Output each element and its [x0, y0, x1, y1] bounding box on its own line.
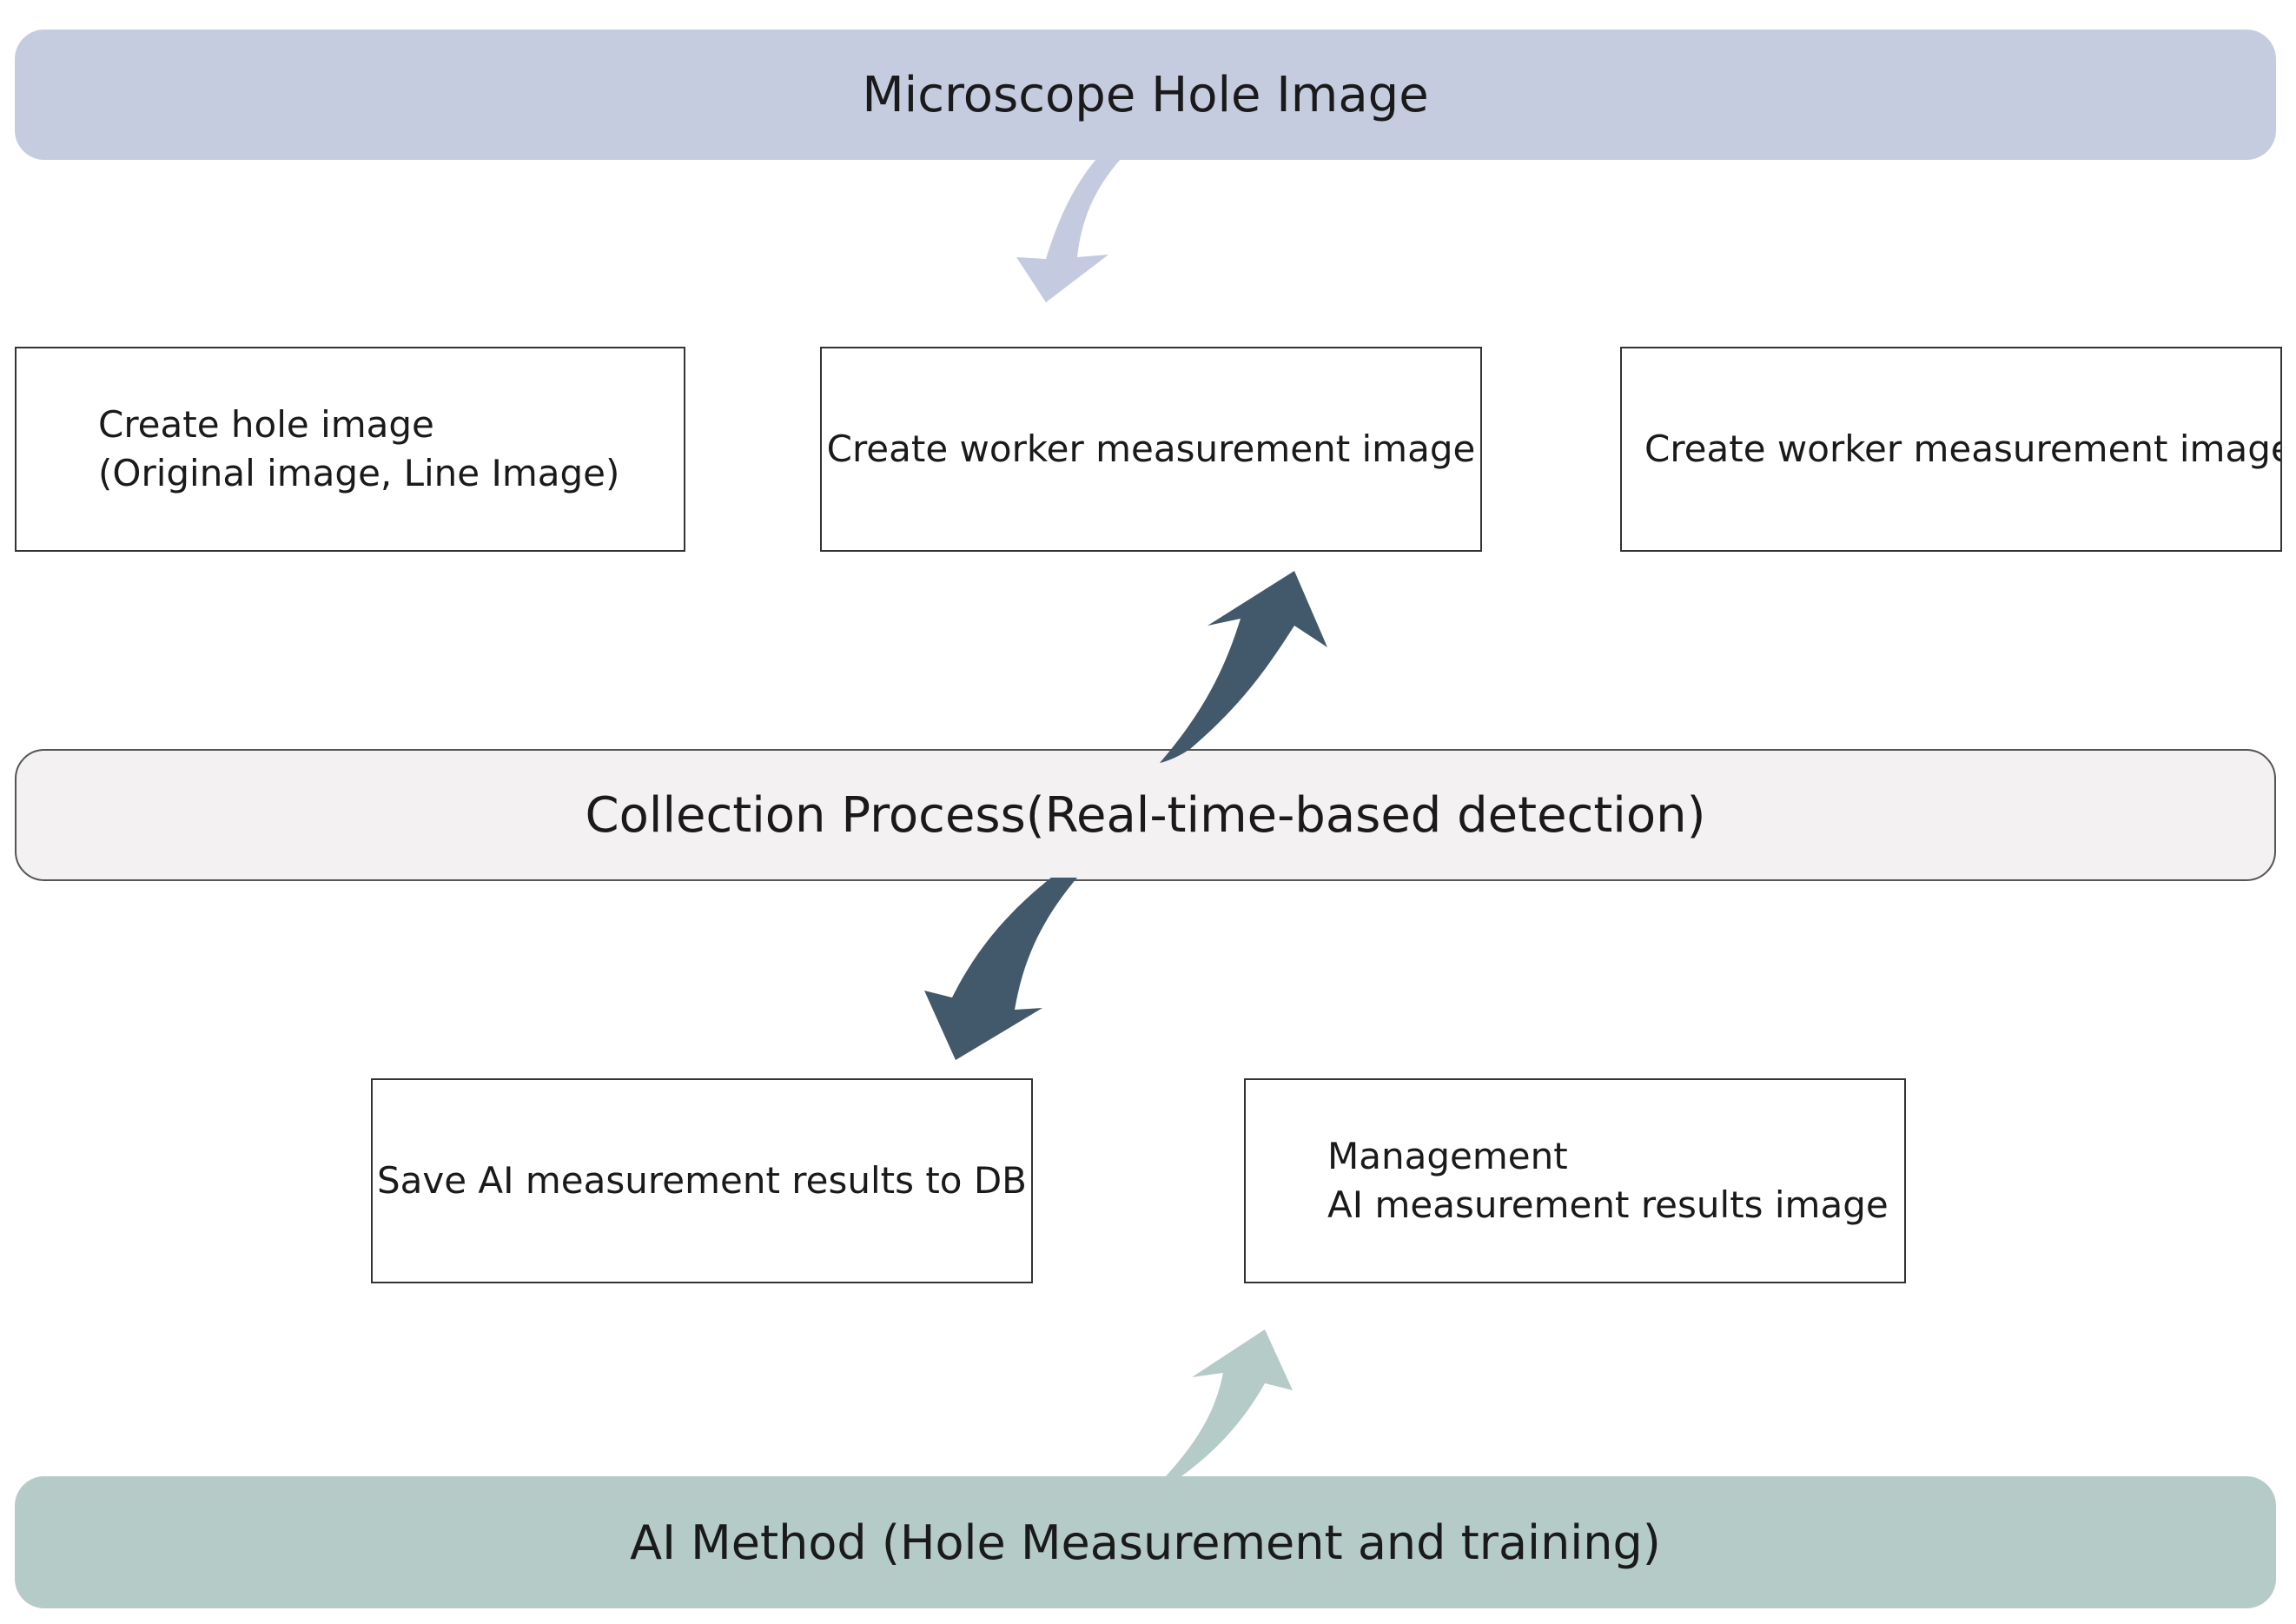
box-line: AI measurement results image: [1327, 1183, 1889, 1226]
banner-label: Collection Process(Real-time-based detec…: [585, 786, 1706, 844]
banner-label: Microscope Hole Image: [862, 66, 1429, 123]
box-line: Management: [1327, 1135, 1568, 1177]
box-line: Create worker measurement image: [826, 428, 1476, 470]
banner-label: AI Method (Hole Measurement and training…: [630, 1515, 1661, 1570]
curved-arrow-down-icon: [924, 878, 1077, 1060]
curved-arrow-up-icon: [1160, 571, 1327, 763]
curved-arrow-up-icon: [1166, 1329, 1293, 1476]
microscope-hole-image-banner: Microscope Hole Image: [15, 30, 2276, 160]
save-ai-results-db-box: Save AI measurement results to DB: [371, 1078, 1033, 1283]
curved-arrow-down-icon: [1016, 159, 1121, 302]
ai-method-banner: AI Method (Hole Measurement and training…: [15, 1476, 2276, 1608]
box-line: Create worker measurement image: [1644, 428, 2282, 470]
box-line: Save AI measurement results to DB: [376, 1159, 1027, 1202]
box-line: (Original image, Line Image): [98, 452, 620, 494]
collection-process-banner: Collection Process(Real-time-based detec…: [15, 749, 2276, 881]
management-ai-results-box: Management AI measurement results image: [1244, 1078, 1906, 1283]
create-hole-image-box: Create hole image (Original image, Line …: [15, 347, 685, 552]
create-worker-measurement-image-box-2: Create worker measurement image: [1620, 347, 2282, 552]
create-worker-measurement-image-box: Create worker measurement image: [820, 347, 1482, 552]
box-line: Create hole image: [98, 403, 434, 446]
